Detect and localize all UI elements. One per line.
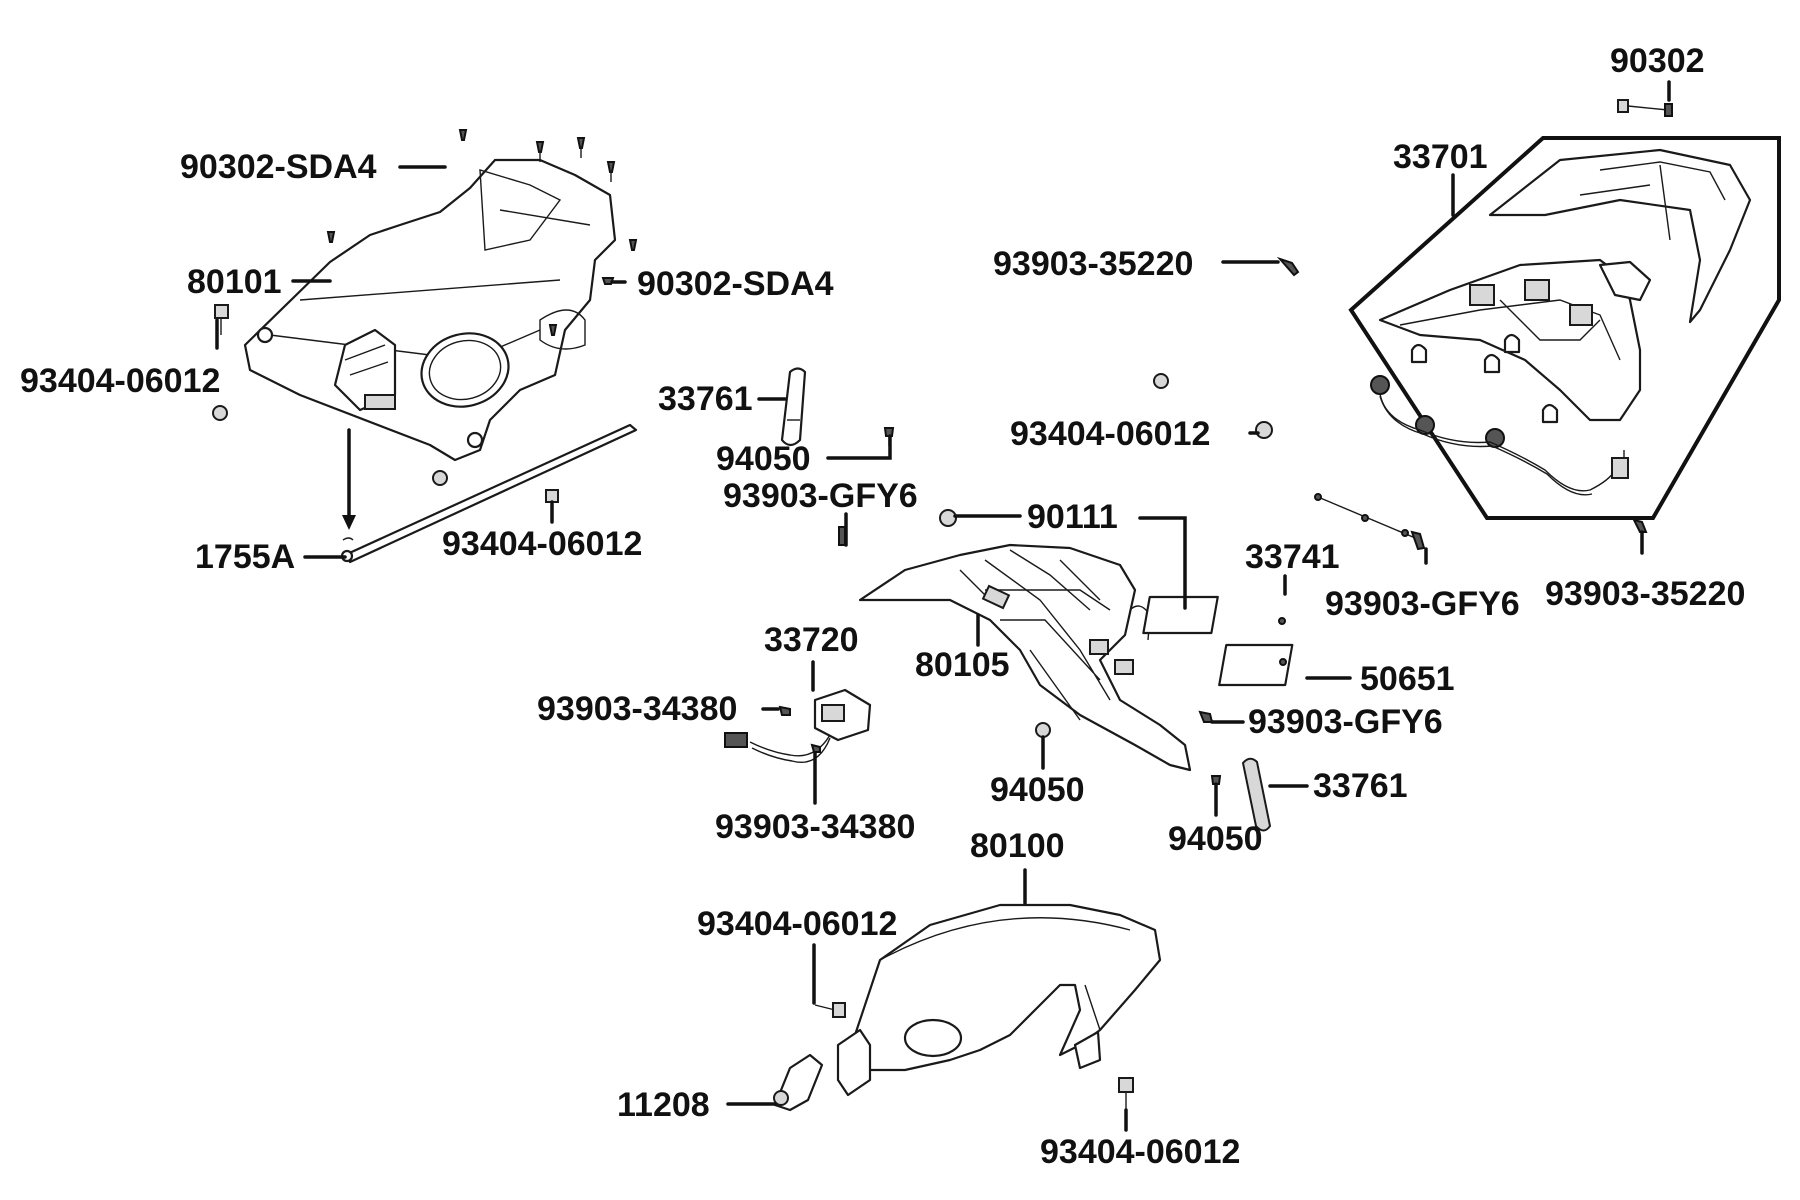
label-93404-06012-d: 93404-06012 <box>697 905 897 943</box>
label-93404-06012-e: 93404-06012 <box>1040 1133 1240 1171</box>
leader-lines <box>215 80 1671 1132</box>
bracket-11208-part <box>773 1053 824 1112</box>
label-1755a: 1755A <box>195 538 295 576</box>
reflector-33761-a-part <box>780 367 807 447</box>
tail-lamp-part <box>1370 148 1752 496</box>
label-93404-06012-a: 93404-06012 <box>20 362 220 400</box>
label-90302-sda4-b: 90302-SDA4 <box>637 265 834 303</box>
label-11208: 11208 <box>617 1086 710 1124</box>
label-33701: 33701 <box>1393 138 1488 176</box>
label-93903-34380-b: 93903-34380 <box>715 808 915 846</box>
label-93903-gfy6-b: 93903-GFY6 <box>1325 585 1520 623</box>
plate-50651-part <box>1218 643 1294 687</box>
label-94050-a: 94050 <box>716 440 811 478</box>
reflector-33761-b-part <box>1241 757 1272 832</box>
label-90302-sda4-a: 90302-SDA4 <box>180 148 377 186</box>
label-93404-06012-c: 93404-06012 <box>442 525 642 563</box>
label-93903-35220-b: 93903-35220 <box>1545 575 1745 613</box>
bolt-90302-part <box>1617 99 1673 117</box>
bolt-93404-e-part <box>1118 1077 1134 1110</box>
label-93903-gfy6-c: 93903-GFY6 <box>1248 703 1443 741</box>
rear-fender-part <box>858 543 1192 772</box>
label-33761-a: 33761 <box>658 380 753 418</box>
label-90111: 90111 <box>1027 498 1118 536</box>
label-93903-35220-a: 93903-35220 <box>993 245 1193 283</box>
label-94050-c: 94050 <box>1168 820 1263 858</box>
tail-lamp-assembly-frame <box>1348 136 1781 520</box>
label-93404-06012-b: 93404-06012 <box>1010 415 1210 453</box>
front-fender-part <box>836 903 1162 1097</box>
label-80100: 80100 <box>970 827 1065 865</box>
label-33761-b: 33761 <box>1313 767 1408 805</box>
licence-lamp-part <box>724 688 872 763</box>
label-33720: 33720 <box>764 621 859 659</box>
label-90302-top: 90302 <box>1610 42 1705 80</box>
label-80105: 80105 <box>915 646 1010 684</box>
label-33741: 33741 <box>1245 538 1340 576</box>
inner-tray-part <box>212 129 638 486</box>
label-80101: 80101 <box>187 263 282 301</box>
label-93903-34380-a: 93903-34380 <box>537 690 737 728</box>
label-50651: 50651 <box>1360 660 1455 698</box>
part-labels: 90302 33701 90302-SDA4 80101 90302-SDA4 … <box>20 42 1745 1171</box>
label-94050-b: 94050 <box>990 771 1085 809</box>
reflector-33741-part <box>1142 595 1219 635</box>
label-93903-gfy6-a: 93903-GFY6 <box>723 477 918 515</box>
screw-group-top-left <box>326 129 638 336</box>
bolt-93404-d-part <box>814 1002 846 1018</box>
